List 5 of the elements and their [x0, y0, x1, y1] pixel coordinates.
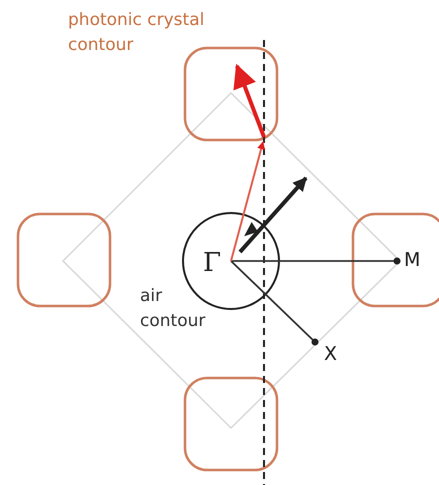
contour-label: air contour — [140, 285, 206, 333]
contour-label: photonic crystal contour — [68, 9, 206, 57]
point-label: M — [404, 251, 420, 270]
point-label: Γ — [203, 250, 222, 276]
point-label: X — [324, 345, 338, 364]
